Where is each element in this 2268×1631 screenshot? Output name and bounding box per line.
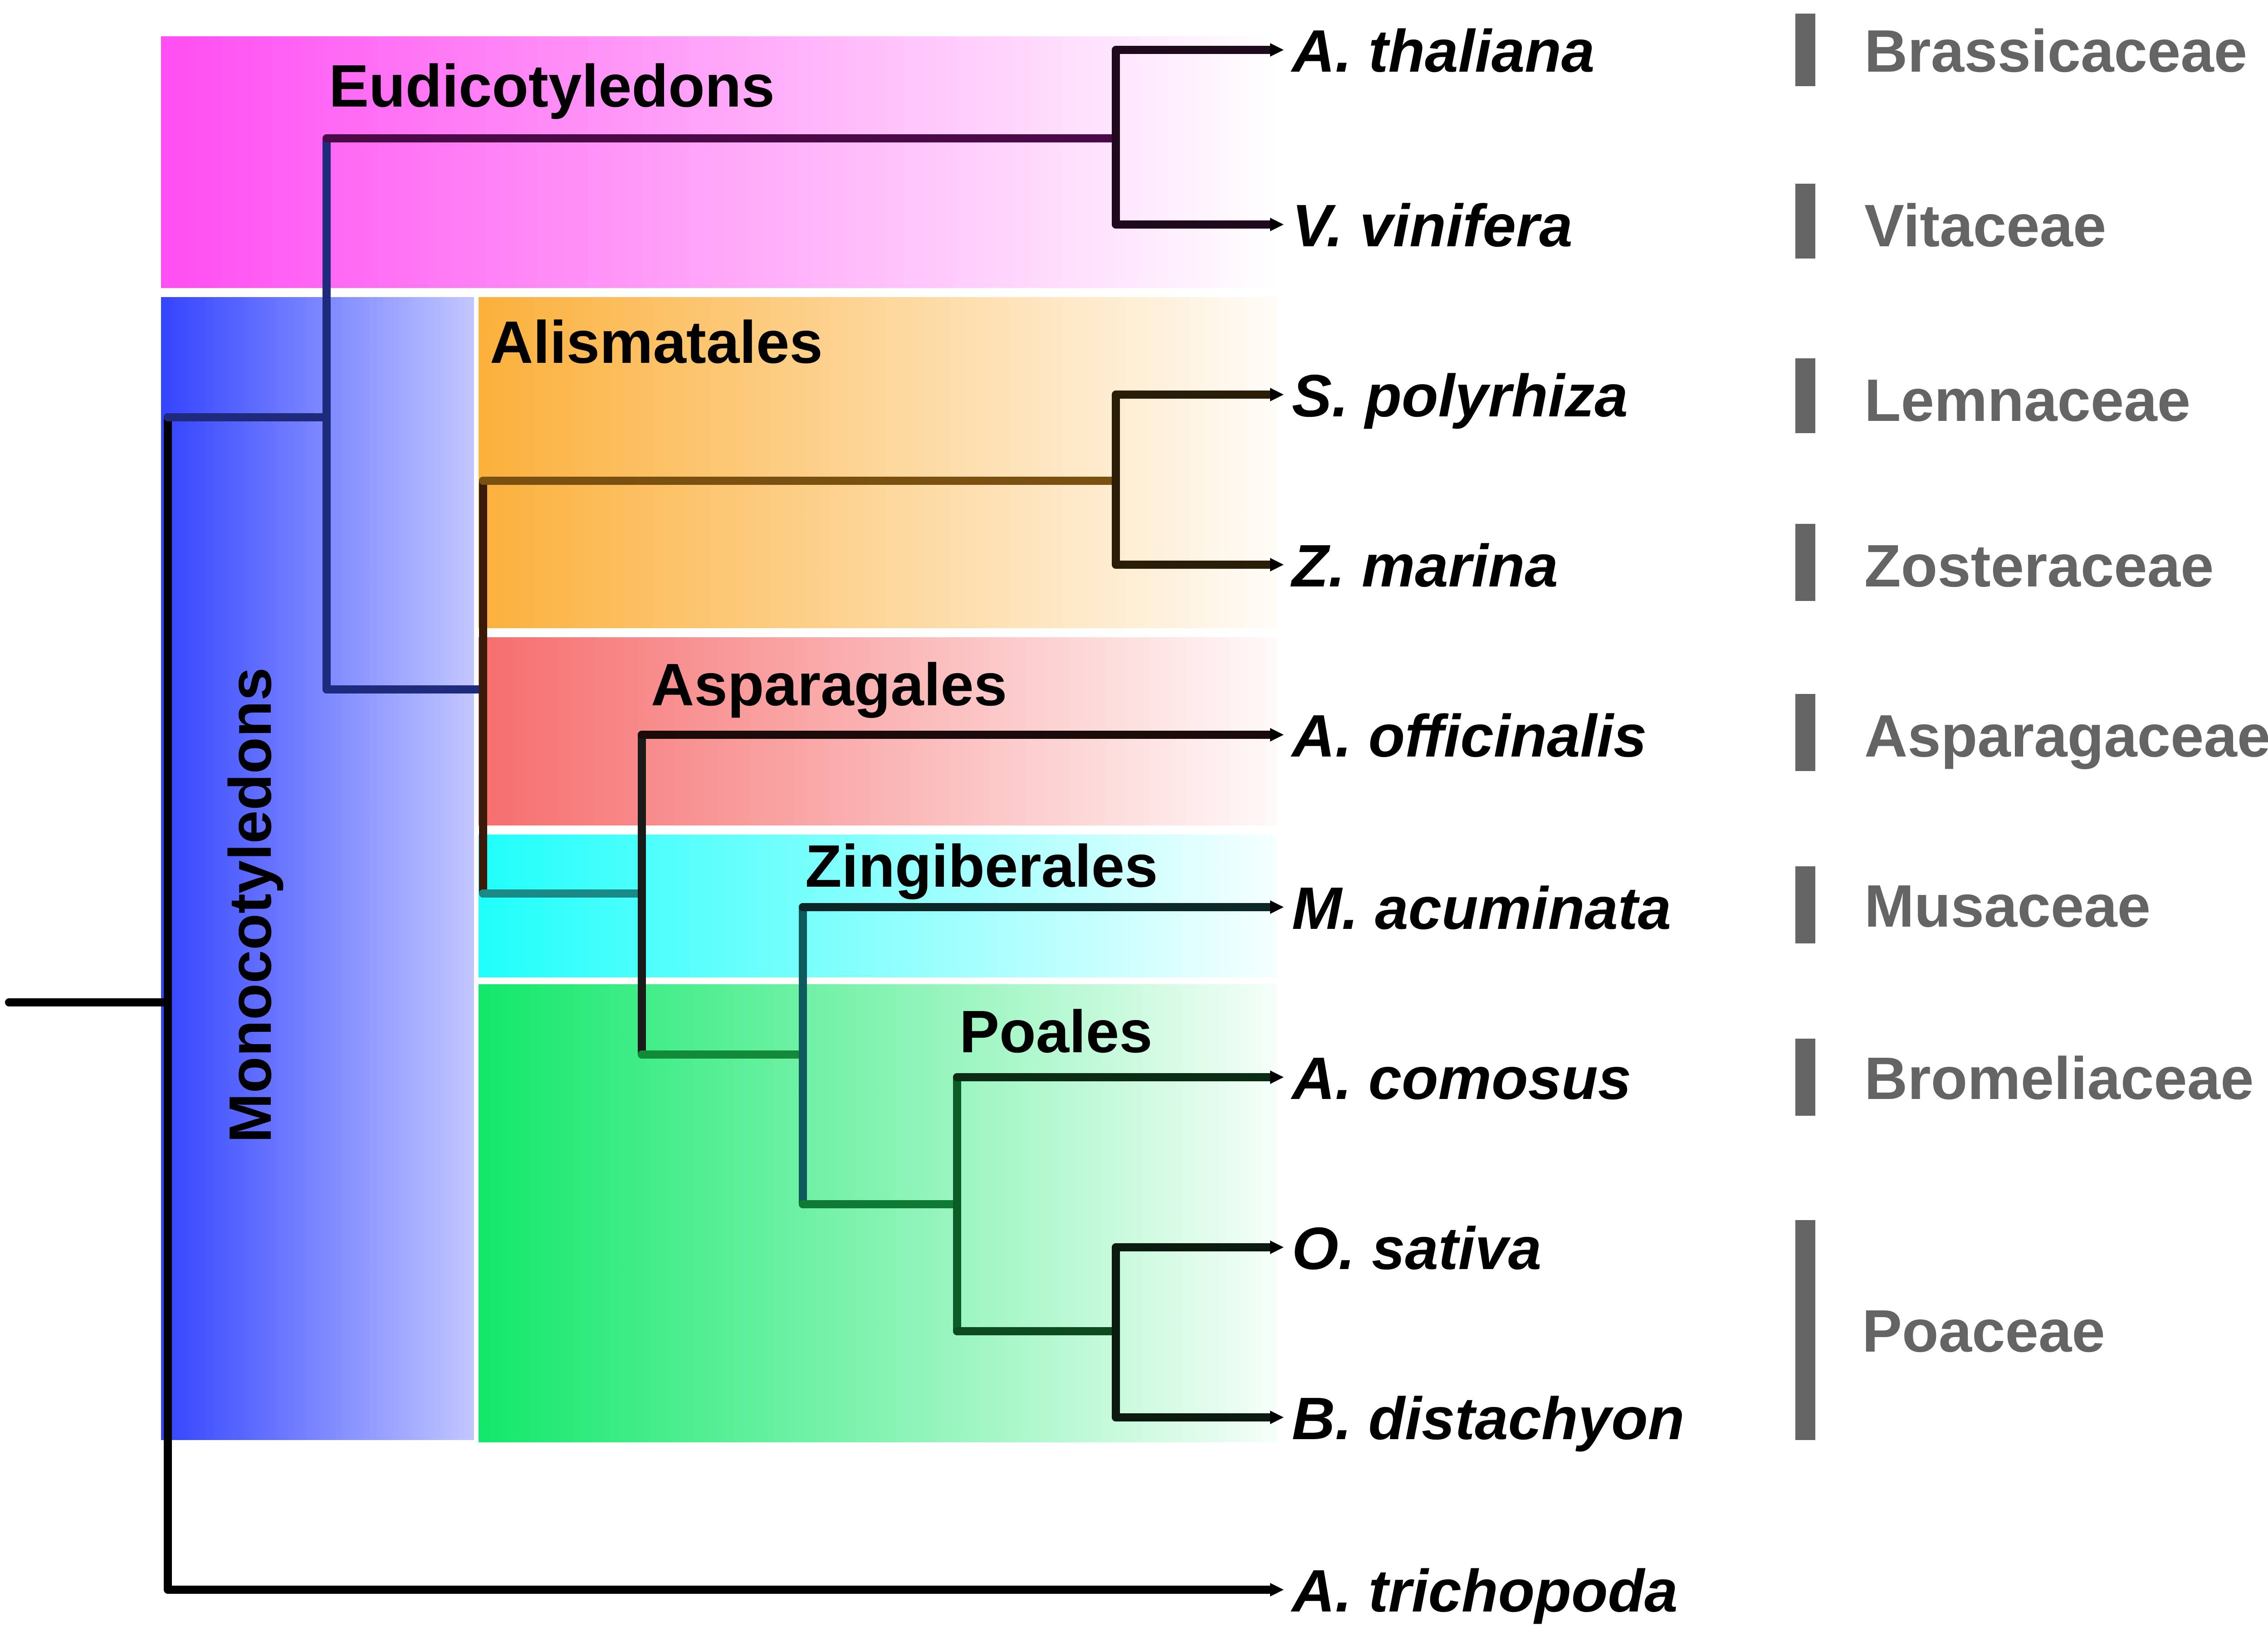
family-bars [1795, 14, 1815, 1440]
poaceae-crown-branch [1112, 1243, 1279, 1421]
eudicotyledons-label: Eudicotyledons [329, 53, 775, 119]
taxon-label-z-marina: Z. marina [1290, 532, 1558, 599]
poales-clade-box [479, 984, 1277, 1442]
asparagales-label: Asparagales [651, 651, 1007, 718]
eudicot-crown-branch [1112, 46, 1279, 229]
alismatales-crown-branch [1112, 391, 1279, 569]
alismatales-label: Alismatales [490, 309, 823, 376]
angiosperm-node-branch [164, 413, 1279, 1594]
taxon-label-m-acuminata: M. acuminata [1292, 875, 1671, 942]
family-label-bromeliaceae: Bromeliaceae [1864, 1045, 2254, 1112]
family-label-lemnaceae: Lemnaceae [1864, 367, 2190, 434]
taxon-label-a-thaliana: A. thaliana [1290, 18, 1594, 84]
taxon-label-a-trichopoda: A. trichopoda [1290, 1558, 1678, 1624]
taxon-label-a-officinalis: A. officinalis [1290, 703, 1647, 769]
monocotyledons-clade-box [161, 297, 474, 1440]
family-label-poaceae: Poaceae [1862, 1298, 2105, 1364]
family-label-musaceae: Musaceae [1864, 873, 2151, 939]
poales-label: Poales [959, 998, 1153, 1065]
monocotyledons-label: Monocotyledons [217, 667, 284, 1143]
tree-branches [5, 46, 1279, 1594]
taxon-label-o-sativa: O. sativa [1292, 1215, 1541, 1282]
family-label-brassicaceae: Brassicaceae [1864, 18, 2247, 84]
taxon-label-b-distachyon: B. distachyon [1292, 1385, 1684, 1452]
family-label-vitaceae: Vitaceae [1864, 192, 2106, 259]
taxon-label-v-vinifera: V. vinifera [1292, 192, 1573, 259]
alismatales-clade-box [479, 297, 1277, 628]
eudicotyledons-clade-box [161, 36, 1277, 288]
zingiberales-label: Zingiberales [805, 833, 1158, 899]
family-label-asparagaceae: Asparagaceae [1864, 703, 2268, 769]
leaf-tip-markers [1270, 43, 1284, 1597]
taxon-label-s-polyrhiza: S. polyrhiza [1292, 362, 1628, 429]
family-label-zosteraceae: Zosteraceae [1864, 532, 2214, 599]
taxon-label-a-comosus: A. comosus [1290, 1045, 1631, 1112]
